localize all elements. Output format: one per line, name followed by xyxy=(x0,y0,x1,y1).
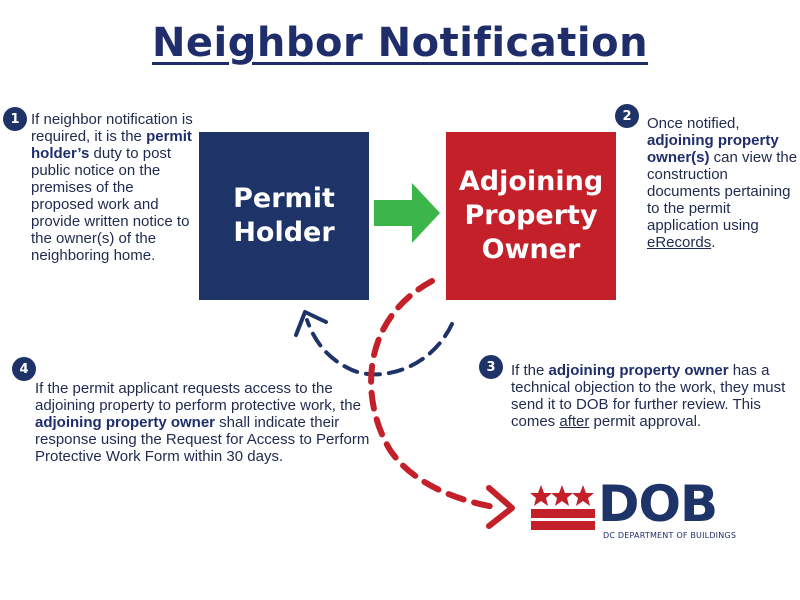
dc-flag-icon xyxy=(530,485,595,530)
page-title: Neighbor Notification xyxy=(151,20,649,66)
permit-holder-box: Permit Holder xyxy=(199,132,369,300)
red-arrowhead-icon xyxy=(486,485,515,529)
step-1-badge: 1 xyxy=(3,107,27,131)
step-4-badge: 4 xyxy=(12,357,36,381)
red-dashed-arrow xyxy=(368,278,503,511)
step-1-text: If neighbor notification is required, it… xyxy=(31,111,193,264)
step-3-text: If the adjoining property owner has a te… xyxy=(511,362,786,430)
navy-arrowhead-icon xyxy=(294,310,328,337)
adjoining-owner-label: Adjoining Property Owner xyxy=(458,166,604,265)
green-arrow-icon xyxy=(374,183,440,243)
step-4-text: If the permit applicant requests access … xyxy=(35,380,370,465)
adjoining-owner-box: Adjoining Property Owner xyxy=(446,132,616,300)
step-3-badge: 3 xyxy=(479,355,503,379)
step-2-text: Once notified, adjoining property owner(… xyxy=(647,115,798,251)
step-2-badge: 2 xyxy=(615,104,639,128)
dob-logo-text: DOB xyxy=(598,475,718,533)
dob-logo-subtitle: DC DEPARTMENT OF BUILDINGS xyxy=(603,531,737,540)
navy-dashed-arrow xyxy=(305,318,454,377)
permit-holder-label: Permit Holder xyxy=(233,183,335,248)
erecords-link[interactable]: eRecords xyxy=(647,234,712,251)
